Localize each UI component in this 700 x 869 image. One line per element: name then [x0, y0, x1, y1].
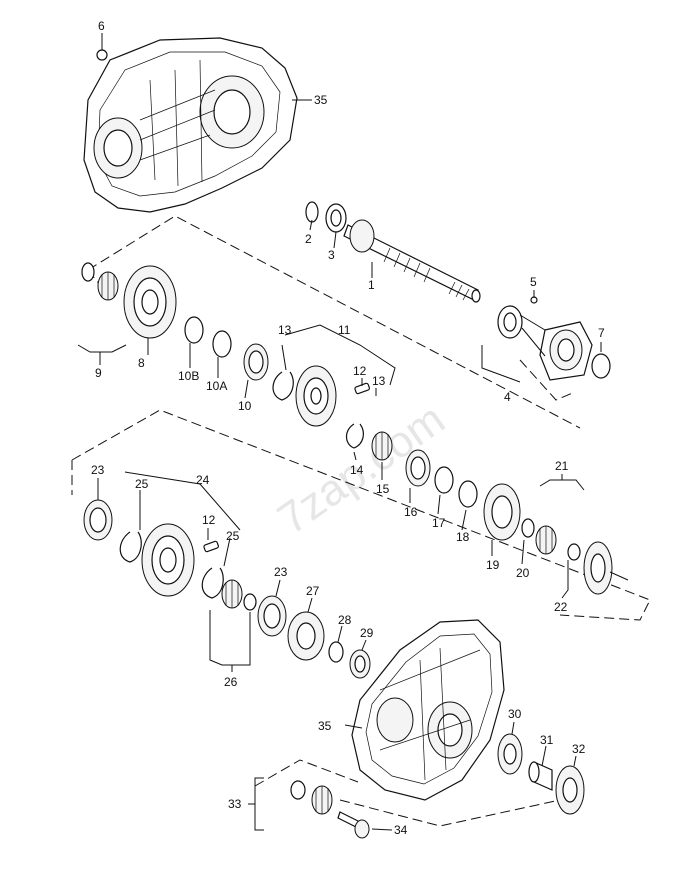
callout-1: 1 [368, 278, 375, 292]
gear-19 [483, 483, 521, 541]
circlip-25-a [119, 531, 142, 563]
bearing-9 [81, 262, 119, 301]
callout-16: 16 [404, 505, 418, 519]
circlip-13 [272, 371, 294, 401]
leader-lines [77, 99, 602, 831]
callout-33: 33 [228, 797, 242, 811]
callout-14: 14 [350, 463, 364, 477]
circlip-14 [345, 423, 364, 449]
callout-25-b: 25 [226, 529, 240, 543]
callout-31: 31 [540, 733, 554, 747]
callout-labels: 6 35 2 3 1 5 7 4 9 8 10B 10A 10 13 11 12… [91, 19, 605, 837]
callout-11: 11 [338, 323, 351, 337]
callout-19: 19 [486, 558, 500, 572]
ring-20 [521, 518, 535, 538]
callout-22: 22 [554, 600, 568, 614]
synchro-ring-23-a [83, 499, 113, 541]
ring-10a [212, 330, 232, 358]
sleeve-31 [528, 761, 553, 791]
callout-6: 6 [98, 19, 105, 33]
callout-28: 28 [338, 613, 352, 627]
callout-32: 32 [572, 742, 586, 756]
callout-13-a: 13 [278, 323, 292, 337]
gear-11 [295, 365, 337, 427]
ring-17 [434, 466, 454, 494]
callout-23-b: 23 [274, 565, 288, 579]
synchro-ring-23-b [257, 595, 287, 637]
transmission-housing-top [83, 33, 298, 213]
circlip-25-b [201, 567, 224, 599]
callout-5: 5 [530, 275, 537, 289]
callout-23-a: 23 [91, 463, 105, 477]
bearing-4-assembly [497, 296, 611, 381]
gear-22 [583, 541, 629, 595]
callout-10: 10 [238, 399, 252, 413]
bearing-21 [535, 525, 581, 561]
synchro-hub-24 [141, 523, 195, 597]
gear-27 [287, 611, 325, 661]
ring-28 [328, 641, 344, 663]
synchro-ring-10 [243, 343, 269, 381]
callout-2: 2 [305, 232, 312, 246]
callout-13-b: 13 [372, 374, 386, 388]
bearing-29 [349, 649, 371, 679]
ring-18 [458, 480, 478, 508]
callout-35-bottom: 35 [318, 719, 332, 733]
callout-27: 27 [306, 584, 320, 598]
ring-10b [184, 316, 204, 344]
callout-3: 3 [328, 248, 335, 262]
callout-7: 7 [598, 326, 605, 340]
callout-10b: 10B [178, 369, 199, 383]
ring-2 [305, 201, 319, 223]
gear-32 [555, 765, 585, 815]
callout-12-a: 12 [353, 364, 367, 378]
bolt-34 [337, 811, 370, 839]
callout-8: 8 [138, 356, 145, 370]
callout-15: 15 [376, 482, 390, 496]
callout-17: 17 [432, 516, 446, 530]
callout-29: 29 [360, 626, 374, 640]
callout-10a: 10A [206, 379, 227, 393]
gear-8 [123, 265, 177, 339]
input-shaft [343, 219, 481, 303]
callout-24: 24 [196, 473, 210, 487]
callout-30: 30 [508, 707, 522, 721]
callout-4: 4 [504, 390, 511, 404]
callout-9: 9 [95, 366, 102, 380]
callout-18: 18 [456, 530, 470, 544]
callout-20: 20 [516, 566, 530, 580]
gear-30 [497, 733, 523, 775]
key-12 [354, 382, 370, 395]
callout-12-b: 12 [202, 513, 216, 527]
bearing-26 [221, 579, 257, 611]
transmission-housing-bottom [351, 619, 505, 801]
synchro-ring-16 [405, 449, 431, 487]
bearing-3 [325, 203, 347, 233]
callout-25-a: 25 [135, 477, 149, 491]
bearing-15 [371, 431, 393, 461]
callout-34: 34 [394, 823, 408, 837]
callout-21: 21 [555, 459, 569, 473]
callout-26: 26 [224, 675, 238, 689]
key-12-b [203, 540, 219, 553]
callout-35-top: 35 [314, 93, 328, 107]
bearing-33 [290, 780, 333, 815]
